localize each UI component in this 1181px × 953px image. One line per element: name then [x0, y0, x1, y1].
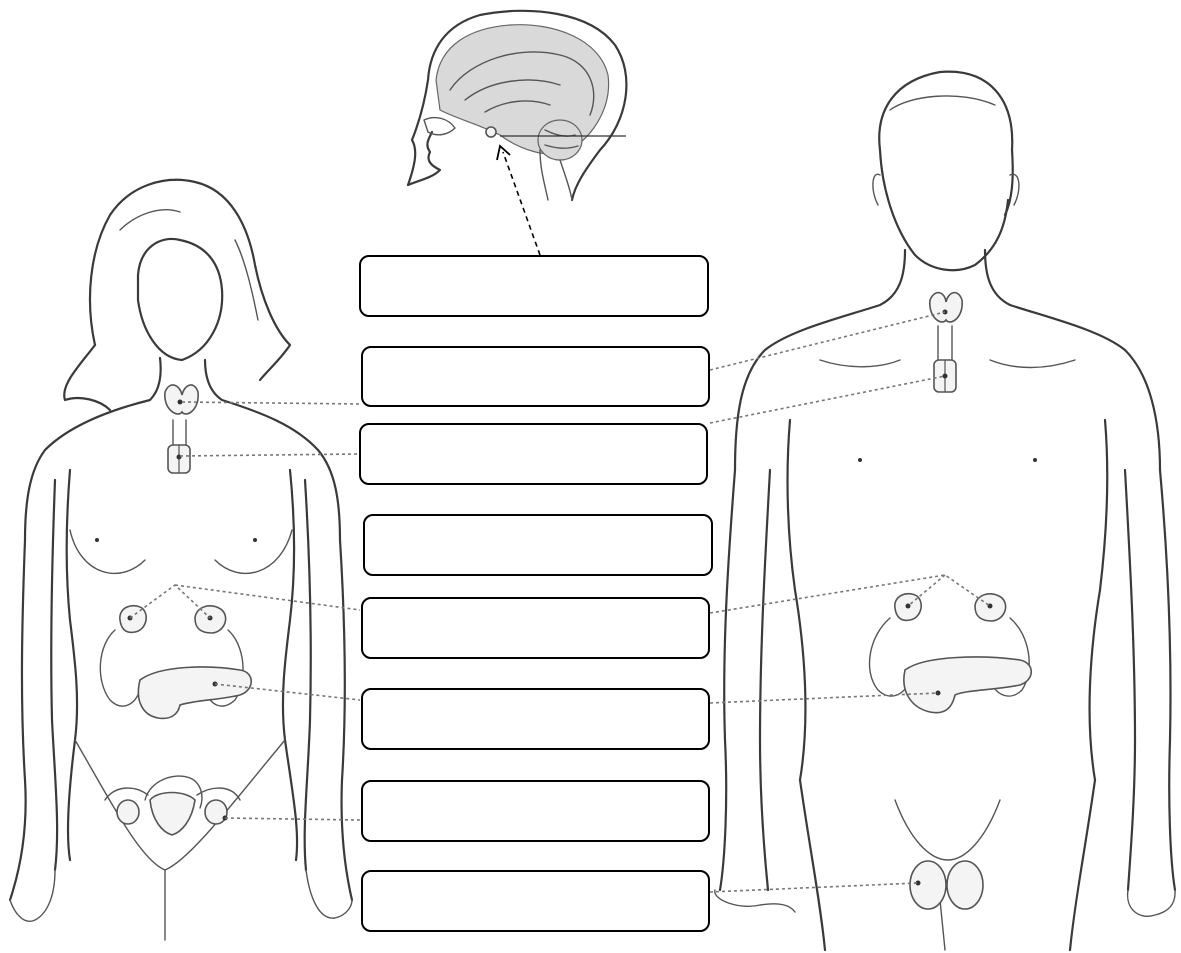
- label-box-testes[interactable]: [361, 870, 710, 932]
- label-box-thyroid[interactable]: [361, 346, 710, 407]
- label-box-ovaries[interactable]: [361, 780, 710, 842]
- label-box-pancreas[interactable]: [361, 688, 710, 750]
- female-body: [10, 180, 360, 940]
- label-box-4[interactable]: [363, 514, 713, 576]
- head-brain-inset: [408, 11, 626, 200]
- label-box-pituitary[interactable]: [359, 255, 709, 317]
- label-box-thymus[interactable]: [359, 423, 708, 485]
- label-box-adrenal[interactable]: [361, 597, 710, 659]
- pituitary-pointer: [503, 152, 540, 255]
- male-body: [710, 72, 1175, 950]
